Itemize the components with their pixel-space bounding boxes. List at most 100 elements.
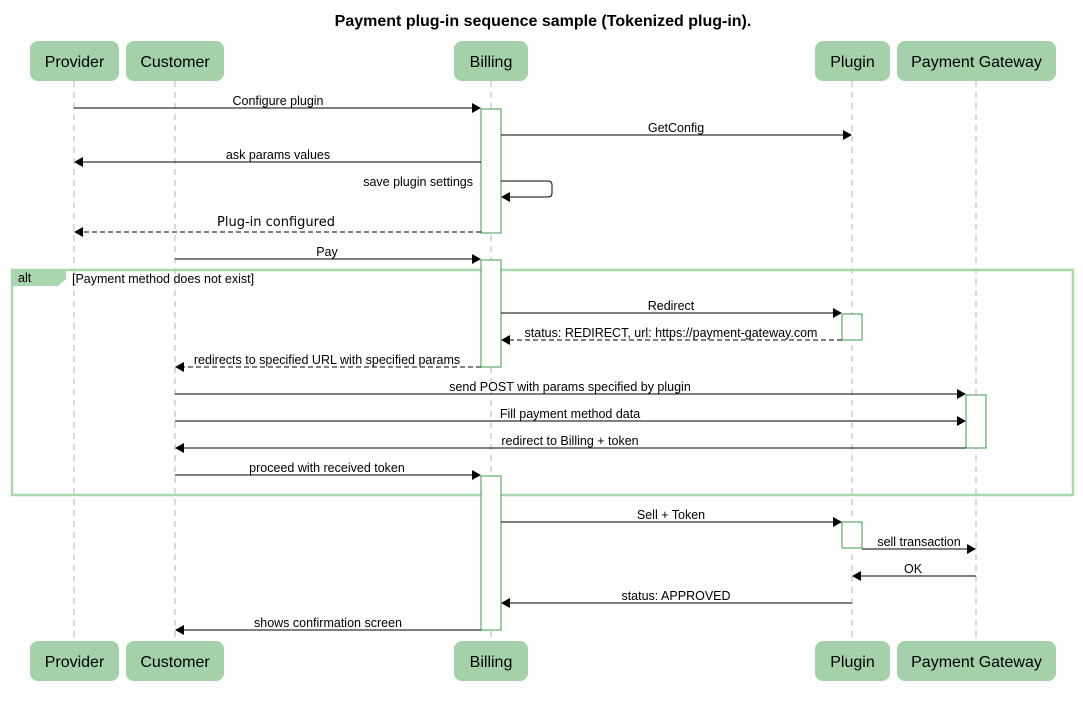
activation-plugin-1 — [841, 313, 863, 341]
message-sell-token: Sell + Token — [501, 508, 842, 527]
participant-box — [897, 641, 1056, 681]
alt-operator: alt — [18, 271, 32, 285]
arrow-head — [957, 389, 966, 399]
message-proceed-with-token: proceed with received token — [175, 461, 481, 480]
participant-provider-bottom: Provider — [30, 641, 119, 681]
participant-provider-top: Provider — [30, 41, 119, 81]
participant-label: Payment Gateway — [911, 654, 1042, 671]
message-send-post: send POST with params specified by plugi… — [175, 380, 966, 399]
arrow-head — [843, 130, 852, 140]
participant-box — [454, 641, 528, 681]
arrow-head — [74, 157, 83, 167]
message-label: sell transaction — [877, 535, 960, 549]
participant-plugin-top: Plugin — [815, 41, 890, 81]
activation-billing-1 — [480, 108, 502, 234]
arrow-head — [175, 625, 184, 635]
message-label: shows confirmation screen — [254, 616, 402, 630]
activations — [480, 108, 987, 631]
message-label: proceed with received token — [249, 461, 405, 475]
participant-label: Customer — [140, 54, 210, 71]
message-label: status: REDIRECT, url: https://payment-g… — [525, 326, 818, 340]
participant-label: Customer — [140, 654, 210, 671]
message-label: Sell + Token — [637, 508, 705, 522]
message-configure-plugin: Configure plugin — [74, 94, 481, 113]
arrow-head — [472, 103, 481, 113]
participant-label: Billing — [470, 54, 513, 71]
message-redirects-to-url: redirects to specified URL with specifie… — [175, 353, 481, 372]
participant-customer-top: Customer — [126, 41, 224, 81]
arrow-head — [967, 544, 976, 554]
participant-billing-bottom: Billing — [454, 641, 528, 681]
participant-billing-top: Billing — [454, 41, 528, 81]
message-pay: Pay — [175, 245, 481, 264]
message-label: Fill payment method data — [500, 407, 640, 421]
message-redirect-to-billing: redirect to Billing + token — [175, 434, 966, 453]
participant-label: Plugin — [830, 654, 874, 671]
message-label: redirects to specified URL with specifie… — [194, 353, 460, 367]
participant-label: Provider — [45, 54, 105, 71]
arrow-head — [175, 443, 184, 453]
participant-box — [126, 641, 224, 681]
participants-top: Provider Customer Billing Plugin Payment… — [30, 41, 1056, 81]
message-redirect: Redirect — [501, 299, 842, 318]
messages: Configure plugin GetConfig ask params va… — [74, 94, 976, 635]
message-label: GetConfig — [648, 121, 704, 135]
message-shows-confirmation: shows confirmation screen — [175, 616, 481, 635]
participant-customer-bottom: Customer — [126, 641, 224, 681]
message-sell-transaction: sell transaction — [862, 535, 976, 554]
arrow-head — [74, 227, 83, 237]
message-label: save plugin settings — [363, 175, 473, 189]
activation-billing-3 — [480, 475, 502, 631]
message-save-plugin-settings: save plugin settings — [363, 175, 553, 202]
alt-fragment: alt [Payment method does not exist] — [10, 268, 1075, 497]
participant-payment-gateway-bottom: Payment Gateway — [897, 641, 1056, 681]
participant-label: Plugin — [830, 54, 874, 71]
arrow-head — [501, 335, 510, 345]
participant-box — [815, 41, 890, 81]
arrow-head — [833, 308, 842, 318]
participants-bottom: Provider Customer Billing Plugin Payment… — [30, 641, 1056, 681]
message-label: status: APPROVED — [621, 589, 730, 603]
activation-gateway-1 — [965, 394, 987, 449]
arrow-head — [501, 598, 510, 608]
arrow-head — [957, 416, 966, 426]
message-label: send POST with params specified by plugi… — [449, 380, 691, 394]
arrow-head — [852, 571, 861, 581]
message-label: Pay — [316, 245, 338, 259]
participant-label: Billing — [470, 654, 513, 671]
message-label: ask params values — [226, 148, 330, 162]
arrow-head — [175, 362, 184, 372]
arrow-head — [833, 517, 842, 527]
participant-box — [126, 41, 224, 81]
message-plugin-configured: Plug-in configured — [74, 215, 481, 237]
participant-box — [30, 641, 119, 681]
message-get-config: GetConfig — [501, 121, 852, 140]
alt-fragment-tab — [12, 270, 66, 286]
participant-box — [30, 41, 119, 81]
participant-label: Payment Gateway — [911, 54, 1042, 71]
message-line — [501, 180, 553, 198]
participant-box — [897, 41, 1056, 81]
message-fill-payment-data: Fill payment method data — [175, 407, 966, 426]
participant-box — [815, 641, 890, 681]
activation-plugin-2 — [841, 521, 863, 549]
diagram-title: Payment plug-in sequence sample (Tokeniz… — [335, 13, 752, 30]
activation-billing-2 — [480, 259, 502, 368]
message-label: OK — [904, 562, 923, 576]
participant-label: Provider — [45, 654, 105, 671]
message-ok: OK — [852, 562, 976, 581]
arrow-head — [472, 254, 481, 264]
message-ask-params-values: ask params values — [74, 148, 481, 167]
message-status-redirect: status: REDIRECT, url: https://payment-g… — [501, 326, 842, 345]
message-label: Plug-in configured — [217, 215, 335, 230]
arrow-head — [472, 470, 481, 480]
participant-payment-gateway-top: Payment Gateway — [897, 41, 1056, 81]
alt-guard: [Payment method does not exist] — [72, 272, 254, 286]
participant-box — [454, 41, 528, 81]
message-label: Redirect — [648, 299, 695, 313]
message-label: Configure plugin — [232, 94, 323, 108]
message-label: redirect to Billing + token — [501, 434, 638, 448]
message-status-approved: status: APPROVED — [501, 589, 852, 608]
participant-plugin-bottom: Plugin — [815, 641, 890, 681]
